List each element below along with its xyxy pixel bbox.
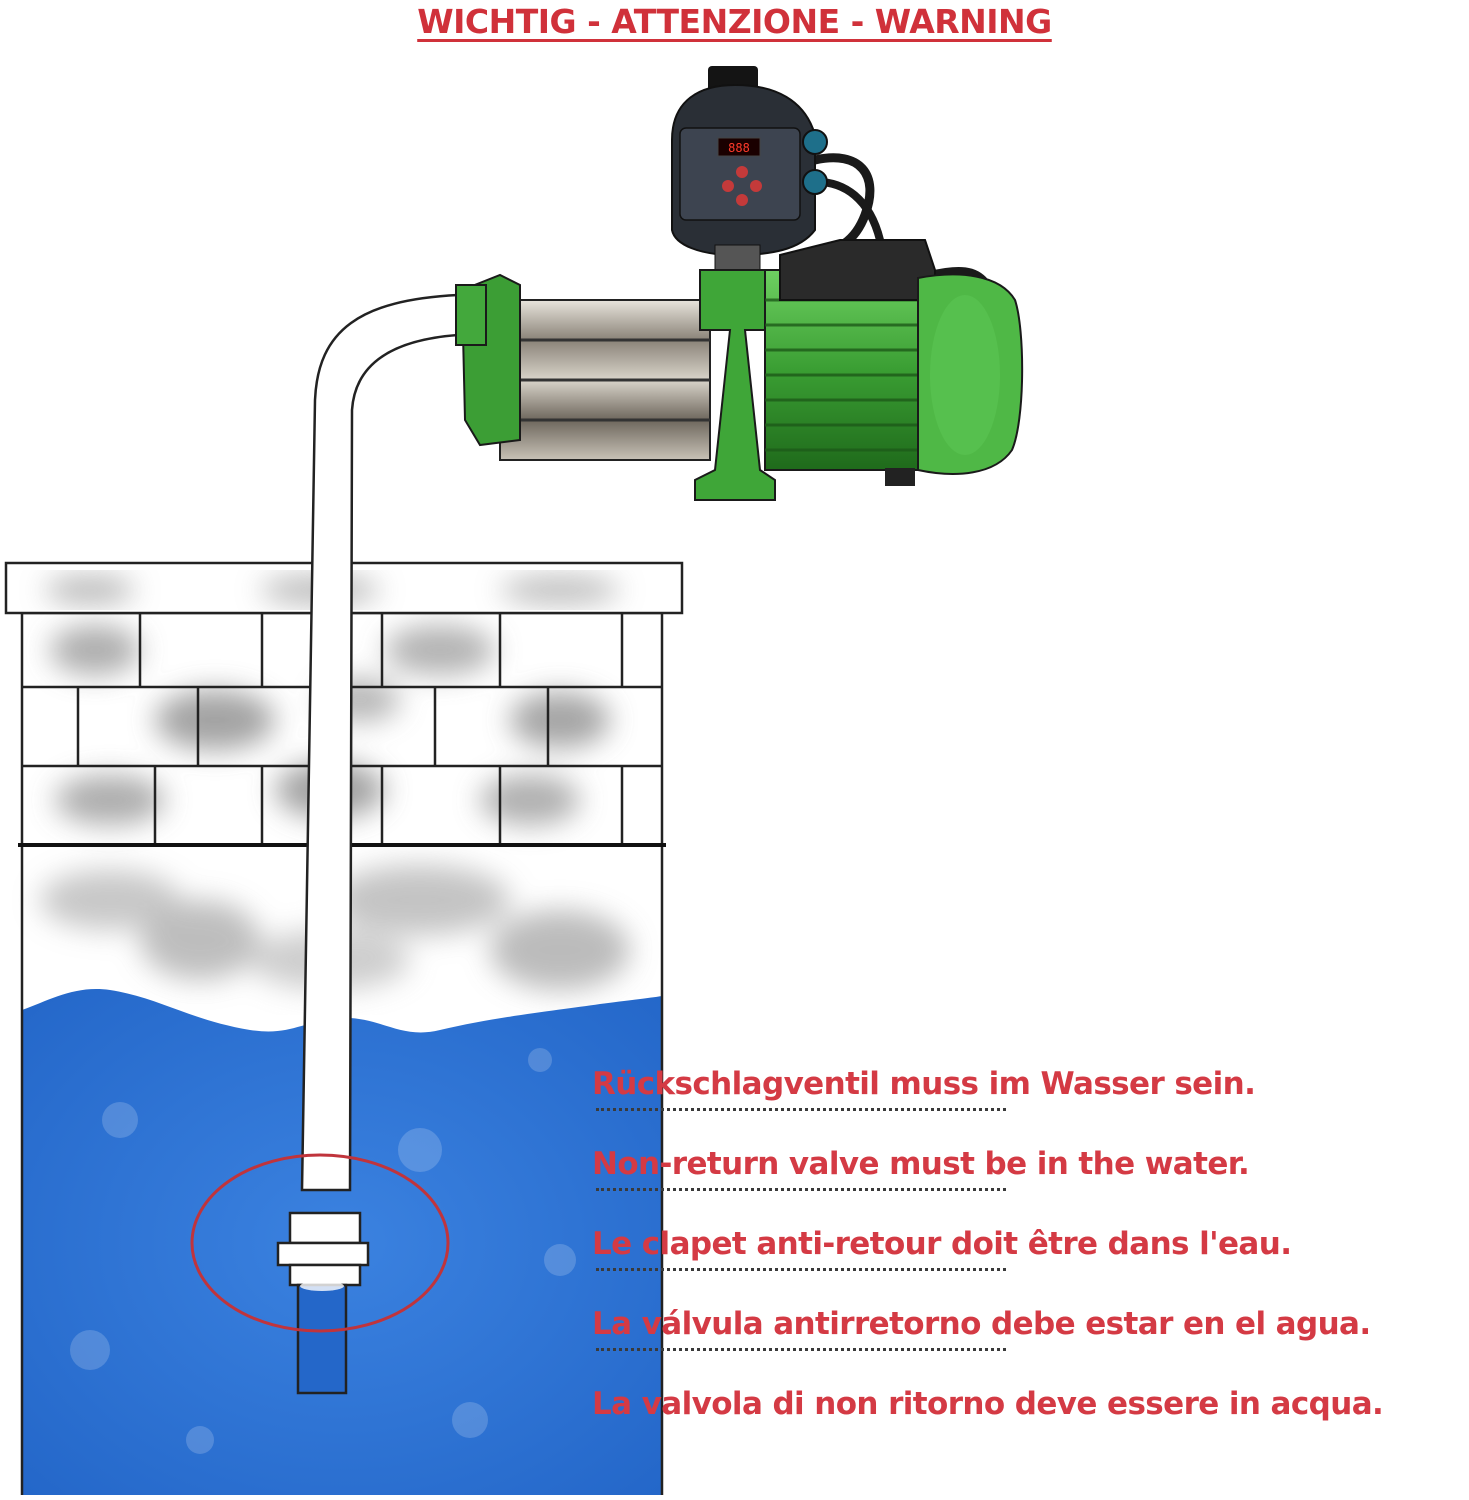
warning-title: WICHTIG - ATTENZIONE - WARNING <box>417 2 1052 41</box>
dotted-divider <box>596 1188 1006 1195</box>
water-pump: 888 <box>455 66 1024 501</box>
valve-highlight-circle <box>190 1153 450 1333</box>
note-english: Non-return valve must be in the water. <box>592 1146 1250 1182</box>
dotted-divider <box>596 1268 1006 1275</box>
notes-list: Rückschlagventil muss im Wasser sein. No… <box>592 1062 1462 1426</box>
note-italian: La valvola di non ritorno deve essere in… <box>592 1386 1384 1422</box>
dotted-divider <box>596 1348 1006 1355</box>
note-german: Rückschlagventil muss im Wasser sein. <box>592 1066 1256 1102</box>
non-return-valve <box>276 1211 370 1395</box>
note-spanish: La válvula antirretorno debe estar en el… <box>592 1306 1371 1342</box>
note-french: Le clapet anti-retour doit être dans l'e… <box>592 1226 1292 1262</box>
pressure-controller: 888 <box>671 66 828 271</box>
suction-pipe <box>300 293 459 1192</box>
svg-text:888: 888 <box>728 141 750 155</box>
dotted-divider <box>596 1108 1006 1115</box>
